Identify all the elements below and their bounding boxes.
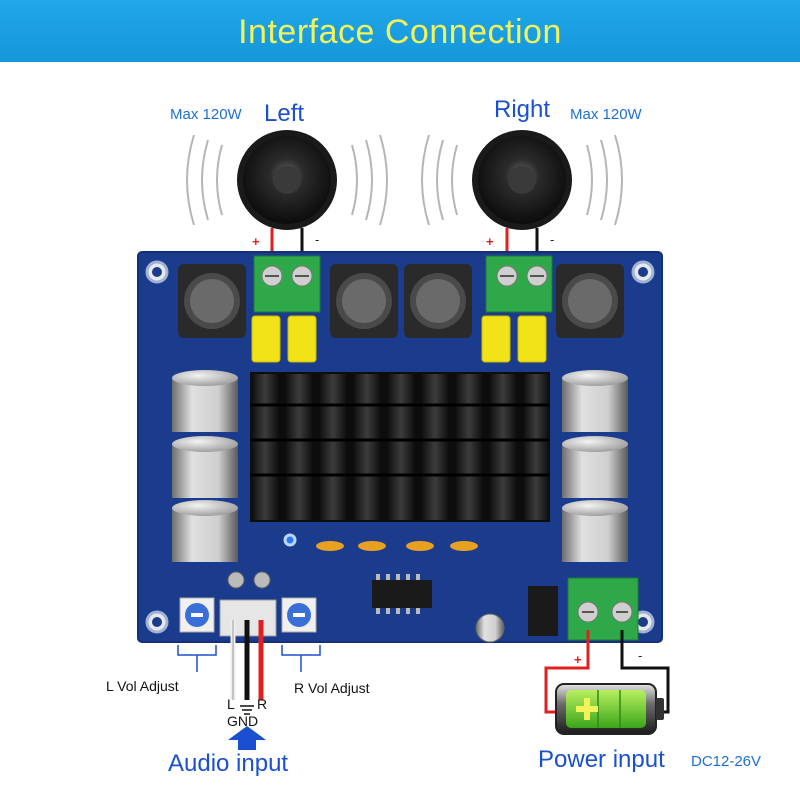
left-plus-marker: +	[252, 234, 260, 249]
power-range-label: DC12-26V	[691, 753, 762, 770]
power-minus-marker: -	[638, 648, 643, 663]
film-capacitors	[251, 315, 547, 363]
amplifier-board	[137, 251, 663, 643]
right-vol-label: R Vol Adjust	[294, 680, 370, 696]
inductors	[178, 264, 624, 338]
left-speaker-illustration	[186, 130, 388, 262]
electrolytic-capacitors	[172, 370, 628, 562]
speaker-terminals	[253, 255, 553, 313]
right-speaker-illustration	[421, 130, 623, 262]
audio-input-arrow	[228, 726, 266, 750]
header-banner: Interface Connection	[0, 0, 800, 62]
right-minus-marker: -	[550, 232, 555, 247]
left-speaker-power: Max 120W	[170, 106, 242, 123]
heatsink	[250, 372, 550, 522]
right-speaker-label: Right	[494, 96, 551, 123]
ground-symbol	[240, 705, 254, 715]
right-plus-marker: +	[486, 234, 494, 249]
battery-icon	[555, 683, 664, 735]
left-minus-marker: -	[315, 232, 320, 247]
volume-potentiometers	[179, 597, 317, 633]
pin-r-label: R	[257, 696, 268, 712]
audio-wires	[230, 620, 264, 700]
power-input-caption: Power input	[538, 746, 665, 773]
pin-gnd-label: GND	[227, 713, 259, 729]
pin-l-label: L	[227, 696, 235, 712]
audio-input-caption: Audio input	[168, 750, 289, 777]
power-plus-marker: +	[574, 652, 582, 667]
right-speaker-power: Max 120W	[570, 106, 642, 123]
left-vol-label: L Vol Adjust	[106, 678, 179, 694]
vol-brackets	[177, 645, 321, 672]
left-speaker-label: Left	[264, 100, 305, 127]
banner-title: Interface Connection	[238, 13, 562, 51]
